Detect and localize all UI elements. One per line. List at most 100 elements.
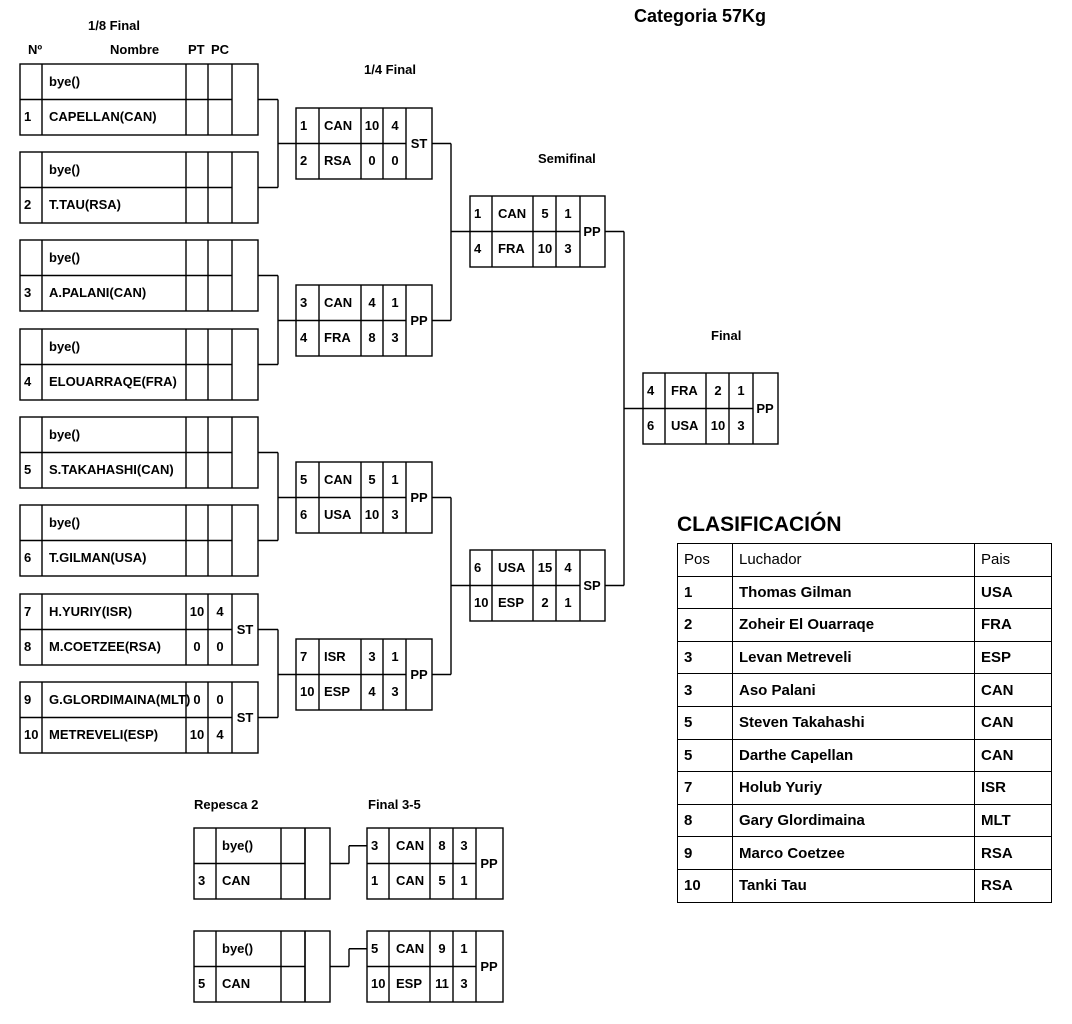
classification-country: RSA bbox=[974, 836, 1052, 870]
final-match-top-number: 4 bbox=[647, 382, 655, 398]
r16-match-4-bottom-name: ELOUARRAQE(FRA) bbox=[49, 374, 177, 390]
sf-match-2-code: SP bbox=[583, 577, 601, 593]
classification-pos: 5 bbox=[677, 738, 733, 773]
r16-match-3-bottom-number: 3 bbox=[24, 285, 32, 301]
col-number-header: Nº bbox=[28, 42, 43, 57]
qf-match-1-top-pc: 4 bbox=[391, 117, 399, 133]
repesca-title: Repesca 2 bbox=[194, 797, 259, 812]
sf-match-1-top-pc: 1 bbox=[564, 205, 572, 221]
qf-match-4-code: PP bbox=[410, 666, 428, 682]
final-match-top-name: FRA bbox=[671, 382, 698, 398]
r16-match-3-bottom-name: A.PALANI(CAN) bbox=[49, 285, 147, 301]
qf-match-1-top-pt: 10 bbox=[364, 117, 380, 133]
sf-match-2-bottom-name: ESP bbox=[498, 595, 525, 611]
classification-title: CLASIFICACIÓN bbox=[677, 513, 842, 536]
qf-match-3-bottom-pt: 10 bbox=[364, 507, 380, 523]
classification-pos: 3 bbox=[677, 673, 733, 707]
qf-match-4-top-name: ISR bbox=[324, 648, 346, 664]
semi-title: Semifinal bbox=[538, 151, 596, 166]
classification-pos: 10 bbox=[677, 868, 733, 903]
qf-match-3-top-pc: 1 bbox=[391, 471, 399, 487]
classification-country: CAN bbox=[974, 705, 1052, 740]
qf-match-3-code: PP bbox=[410, 489, 428, 505]
qf-match-2-bottom-name: FRA bbox=[324, 330, 351, 346]
classification-wrestler: Gary Glordimaina bbox=[732, 803, 975, 838]
qf-match-4-top-pt: 3 bbox=[368, 648, 376, 664]
r16-match-7-code: ST bbox=[236, 621, 254, 637]
r16-match-2-top-name: bye() bbox=[49, 161, 81, 177]
final-match-bottom-pt: 10 bbox=[710, 418, 726, 434]
r16-match-8-bottom-pt: 10 bbox=[189, 727, 205, 743]
r16-match-7-bottom-pc: 0 bbox=[216, 639, 224, 655]
final-match-code: PP bbox=[756, 400, 774, 416]
final-match-bottom-number: 6 bbox=[647, 418, 655, 434]
classification-wrestler: Marco Coetzee bbox=[732, 836, 975, 870]
classification-wrestler: Zoheir El Ouarraqe bbox=[732, 608, 975, 642]
final35-title: Final 3-5 bbox=[368, 797, 421, 812]
col-name-header: Nombre bbox=[110, 42, 160, 57]
r16-match-3-top-name: bye() bbox=[49, 249, 81, 265]
repesca-match-2-bottom-number: 5 bbox=[198, 976, 206, 992]
qf-match-1-bottom-pc: 0 bbox=[391, 153, 399, 169]
r16-match-1-bottom-number: 1 bbox=[24, 109, 32, 125]
qf-match-2-bottom-pc: 3 bbox=[391, 330, 399, 346]
classification-wrestler: Steven Takahashi bbox=[732, 705, 975, 740]
classification-country: FRA bbox=[974, 608, 1052, 642]
sf-match-1-bottom-number: 4 bbox=[474, 241, 482, 257]
qf-match-2-bottom-number: 4 bbox=[300, 330, 308, 346]
qf-match-3-top-name: CAN bbox=[324, 471, 353, 487]
final35-match-2-code: PP bbox=[480, 958, 498, 974]
r16-match-7-top-pc: 4 bbox=[216, 603, 224, 619]
classification-pos: 2 bbox=[677, 608, 733, 642]
classification-country: RSA bbox=[974, 868, 1052, 903]
r16-match-1-top-name: bye() bbox=[49, 73, 81, 89]
classification-header-cell: Pos bbox=[677, 543, 733, 577]
sf-match-1-bottom-name: FRA bbox=[498, 241, 525, 257]
classification-country: MLT bbox=[974, 803, 1052, 838]
sf-match-2-top-number: 6 bbox=[474, 559, 482, 575]
qf-match-1-bottom-name: RSA bbox=[324, 153, 352, 169]
r16-match-7-top-number: 7 bbox=[24, 603, 32, 619]
r16-match-8-bottom-pc: 4 bbox=[216, 727, 224, 743]
qf-match-4-bottom-name: ESP bbox=[324, 684, 351, 700]
r16-match-2-bottom-number: 2 bbox=[24, 197, 32, 213]
r16-match-7-top-name: H.YURIY(ISR) bbox=[49, 603, 133, 619]
classification-country: CAN bbox=[974, 673, 1052, 707]
classification-wrestler: Thomas Gilman bbox=[732, 575, 975, 610]
qf-match-1-bottom-pt: 0 bbox=[368, 153, 376, 169]
qf-match-2-top-name: CAN bbox=[324, 294, 353, 310]
col-pc-header: PC bbox=[211, 42, 230, 57]
sf-match-1-top-pt: 5 bbox=[541, 205, 549, 221]
qf-match-4-bottom-pt: 4 bbox=[368, 684, 376, 700]
sf-match-2-top-pc: 4 bbox=[564, 559, 572, 575]
final35-match-2-top-name: CAN bbox=[396, 940, 425, 956]
qf-match-2-bottom-pt: 8 bbox=[368, 330, 376, 346]
final-match-top-pt: 2 bbox=[714, 382, 722, 398]
r16-match-4-top-name: bye() bbox=[49, 338, 81, 354]
final35-match-1-bottom-pt: 5 bbox=[438, 873, 446, 889]
qf-match-3-bottom-name: USA bbox=[324, 507, 352, 523]
sf-match-2-top-name: USA bbox=[498, 559, 526, 575]
final35-match-1-bottom-number: 1 bbox=[371, 873, 379, 889]
classification-wrestler: Darthe Capellan bbox=[732, 738, 975, 773]
r16-match-7-top-pt: 10 bbox=[189, 603, 205, 619]
qf-match-3-bottom-number: 6 bbox=[300, 507, 308, 523]
r16-match-6-top-name: bye() bbox=[49, 514, 81, 530]
final35-match-1-top-number: 3 bbox=[371, 837, 379, 853]
classification-wrestler: Levan Metreveli bbox=[732, 640, 975, 675]
repesca-match-2-bottom-name: CAN bbox=[222, 976, 251, 992]
r16-match-8-top-pt: 0 bbox=[193, 691, 201, 707]
sf-match-2-bottom-pt: 2 bbox=[541, 595, 549, 611]
sf-match-1-top-name: CAN bbox=[498, 205, 527, 221]
r16-match-7-bottom-name: M.COETZEE(RSA) bbox=[49, 639, 161, 655]
sf-match-1-top-number: 1 bbox=[474, 205, 482, 221]
classification-country: CAN bbox=[974, 738, 1052, 773]
qf-match-2-top-pt: 4 bbox=[368, 294, 376, 310]
classification-pos: 5 bbox=[677, 705, 733, 740]
sf-match-1-code: PP bbox=[583, 223, 601, 239]
